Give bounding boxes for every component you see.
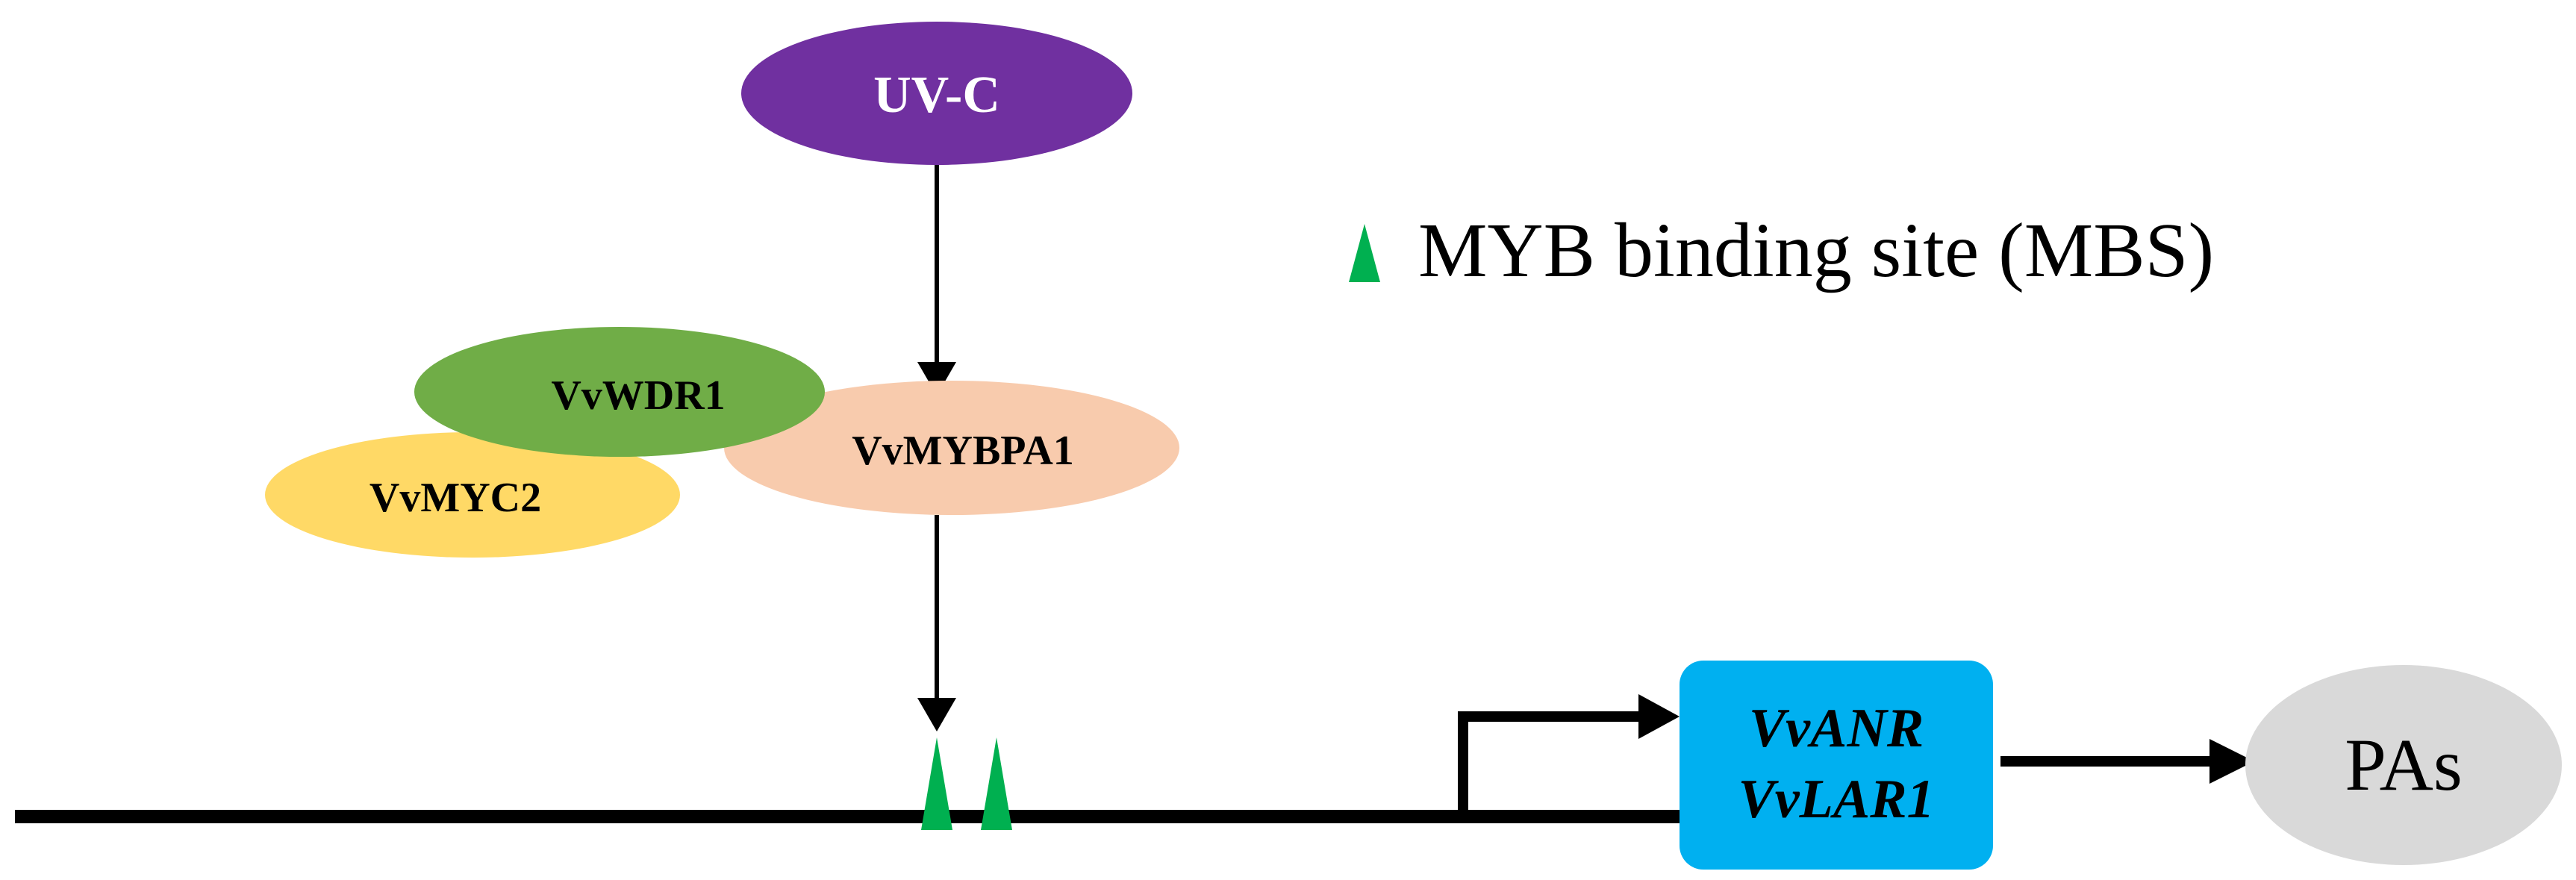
legend-mbs-triangle-icon [1349, 224, 1380, 282]
vvwdr1-ellipse [414, 327, 825, 457]
legend-mbs-label: MYB binding site (MBS) [1418, 207, 2214, 293]
uvc-label: UV-C [873, 66, 1000, 124]
uvc-to-vvmybpa1-arrowhead [917, 362, 956, 396]
uvc-ellipse [741, 22, 1132, 165]
vvwdr1-node: VvWDR1 [414, 327, 825, 457]
pas-ellipse [2245, 665, 2562, 865]
vvmybpa1-node: VvMYBPA1 [724, 381, 1179, 515]
vvanr-label: VvANR [1749, 698, 1924, 759]
vvmybpa1-label: VvMYBPA1 [852, 428, 1074, 474]
target-genes-node: VvANR VvLAR1 [1680, 661, 1993, 870]
vvmybpa1-ellipse [724, 381, 1179, 515]
genes-to-pas-arrowhead [2209, 739, 2254, 784]
target-genes-box [1680, 661, 1993, 870]
vvmyc2-node: VvMYC2 [265, 432, 680, 558]
uvc-node: UV-C [741, 22, 1132, 165]
pas-node: PAs [2245, 665, 2562, 865]
pas-label: PAs [2345, 723, 2463, 806]
transcription-start-arrowhead [1638, 694, 1680, 739]
vvwdr1-label: VvWDR1 [551, 372, 725, 419]
mbs-triangle-1 [921, 737, 952, 830]
vvmybpa1-to-mbs-arrowhead [917, 698, 956, 731]
vvmyc2-ellipse [265, 432, 680, 558]
vvmyc2-label: VvMYC2 [369, 475, 541, 521]
transcription-start-arrow [1458, 711, 1646, 817]
vvlar1-label: VvLAR1 [1738, 769, 1934, 830]
mbs-triangle-2 [981, 737, 1012, 830]
